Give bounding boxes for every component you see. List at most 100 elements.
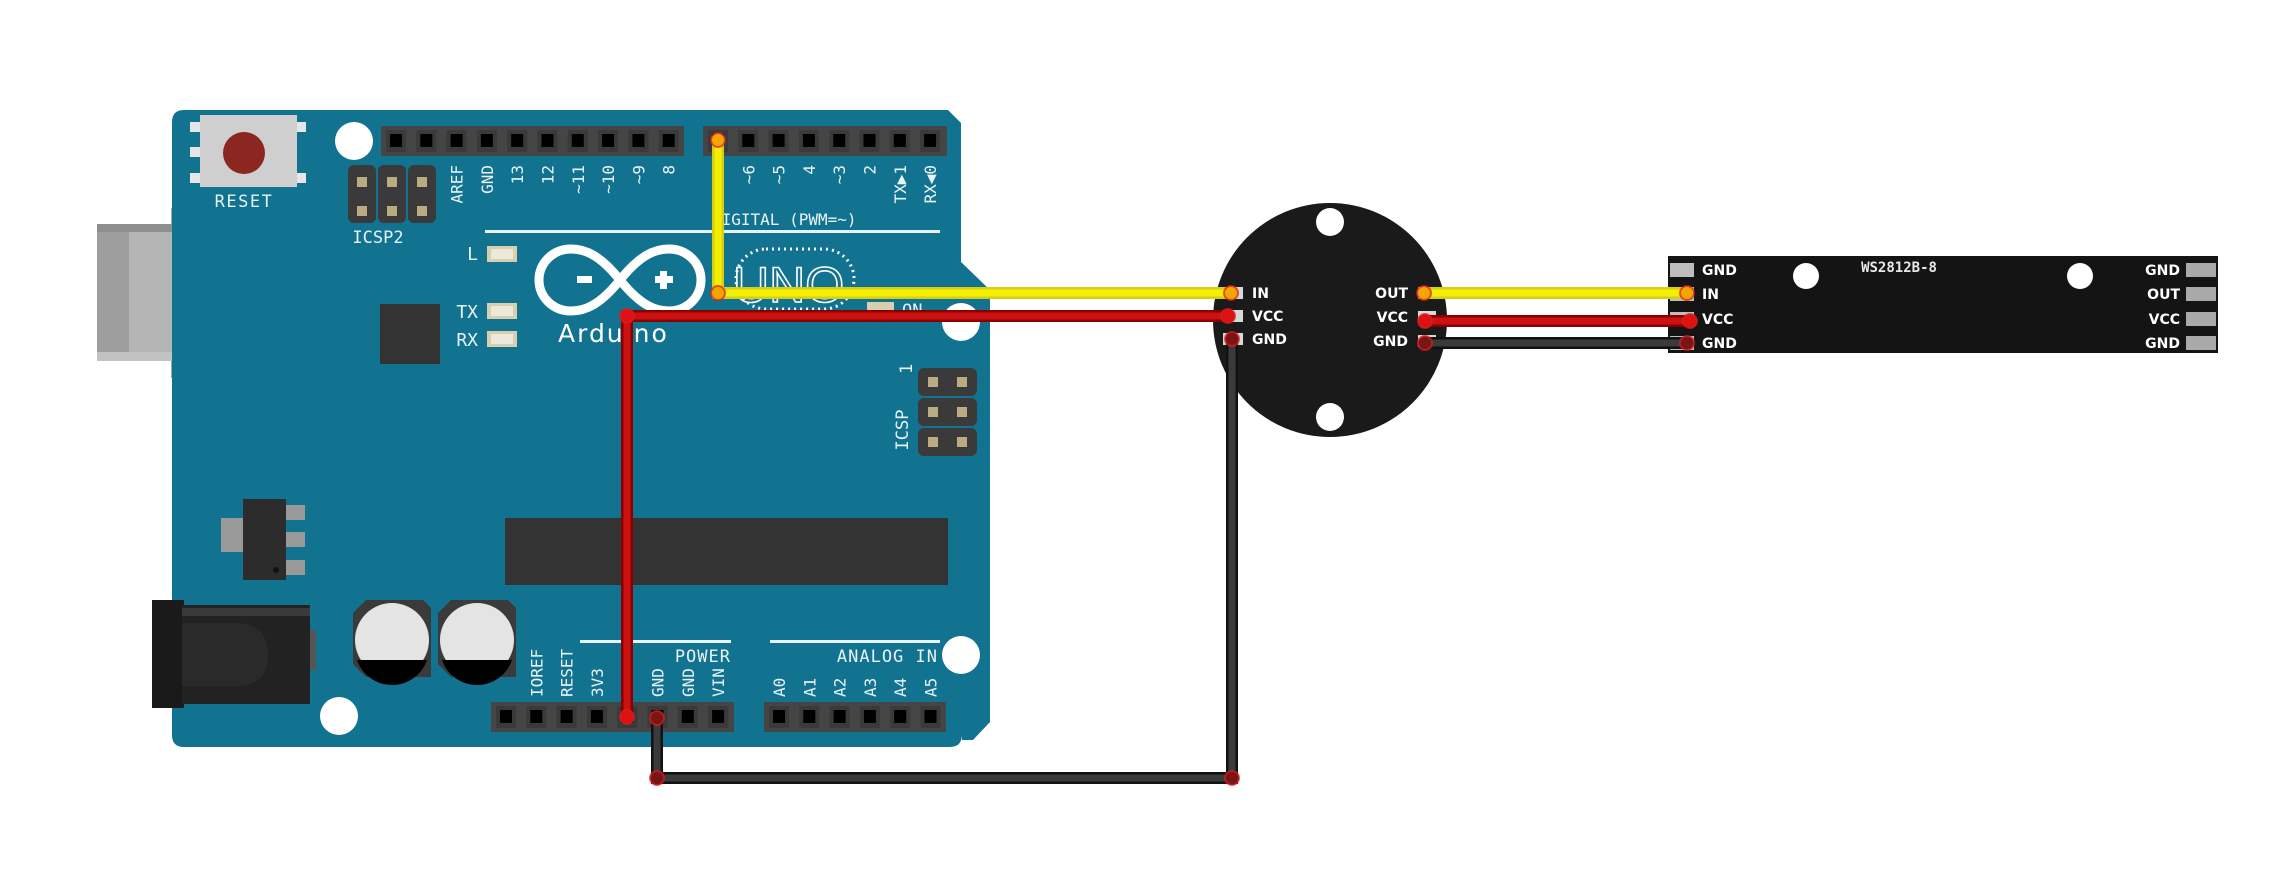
strip-pin-label: GND bbox=[2145, 263, 2180, 279]
mounting-hole bbox=[2067, 263, 2093, 289]
wire-endpoint[interactable] bbox=[1416, 285, 1432, 301]
reset-button[interactable] bbox=[190, 115, 306, 187]
analog-pin[interactable]: A5 bbox=[920, 678, 941, 728]
wire-endpoint[interactable] bbox=[1679, 285, 1695, 301]
digital-pin[interactable]: ~5 bbox=[768, 130, 789, 184]
digital-pin[interactable]: 2 bbox=[859, 130, 880, 175]
led-rx: RX bbox=[456, 330, 517, 351]
analog-pin[interactable]: A2 bbox=[829, 678, 850, 728]
digital-pin[interactable]: AREF bbox=[446, 130, 467, 204]
analog-pin[interactable]: A0 bbox=[769, 678, 789, 728]
wire-endpoint[interactable] bbox=[1223, 285, 1239, 301]
power-pin[interactable]: RESET bbox=[556, 648, 577, 728]
strip-pin-label: GND bbox=[1702, 263, 1737, 279]
power-pin[interactable]: GND bbox=[677, 668, 698, 728]
wire-endpoint[interactable] bbox=[649, 710, 665, 726]
uno-outline bbox=[734, 247, 856, 311]
analog-header bbox=[764, 702, 946, 732]
capacitor bbox=[438, 600, 516, 685]
digital-pin[interactable]: 8 bbox=[658, 130, 679, 175]
wire-endpoint[interactable] bbox=[1679, 335, 1695, 351]
power-pin-label: VIN bbox=[709, 668, 728, 697]
icsp-header bbox=[918, 368, 977, 456]
power-pin-label: IOREF bbox=[527, 649, 546, 697]
strip-pin-label: IN bbox=[1702, 287, 1719, 303]
ring-pin-label: GND bbox=[1373, 334, 1408, 350]
strip-output-pin[interactable]: OUT bbox=[2147, 287, 2216, 303]
digital-pin[interactable]: ~9 bbox=[628, 130, 649, 184]
wire-endpoint[interactable] bbox=[1417, 313, 1433, 329]
power-pin[interactable]: IOREF bbox=[526, 649, 547, 728]
power-jack bbox=[152, 600, 316, 708]
mounting-hole bbox=[942, 636, 980, 674]
wire-endpoint[interactable] bbox=[619, 709, 635, 725]
strip-output-pin[interactable]: VCC bbox=[2149, 312, 2216, 328]
mounting-hole bbox=[1316, 208, 1344, 236]
power-pin-label: GND bbox=[649, 668, 668, 697]
strip-input-pin[interactable]: GND bbox=[1670, 263, 1737, 279]
digital-pin-label: ~9 bbox=[629, 165, 648, 184]
svg-text:L: L bbox=[467, 244, 478, 265]
wire-power-5v-to-ring-vcc[interactable] bbox=[619, 308, 1236, 725]
digital-pin-label: 2 bbox=[861, 165, 880, 175]
wire-endpoint[interactable] bbox=[1220, 308, 1236, 324]
power-pin[interactable]: VIN bbox=[708, 668, 729, 728]
analog-pin-label: A1 bbox=[800, 678, 819, 697]
digital-pin[interactable]: 12 bbox=[537, 130, 558, 184]
icsp2-pin bbox=[357, 206, 367, 216]
digital-pin-label: 4 bbox=[800, 165, 819, 175]
digital-pin[interactable] bbox=[386, 130, 406, 152]
icsp-pin1-label: 1 bbox=[897, 364, 917, 374]
icsp-pin bbox=[957, 437, 967, 447]
digital-pin[interactable]: 4 bbox=[798, 130, 819, 175]
digital-pin-label: ~6 bbox=[739, 165, 758, 184]
analog-pin[interactable]: A3 bbox=[859, 678, 880, 728]
analog-pin[interactable]: A4 bbox=[890, 678, 911, 728]
digital-pin-label: GND bbox=[478, 165, 497, 194]
digital-pin[interactable] bbox=[416, 130, 437, 152]
wire-ground-gnd-to-ring-gnd[interactable] bbox=[649, 331, 1240, 786]
digital-pin[interactable]: ~6 bbox=[738, 130, 759, 184]
wire-endpoint[interactable] bbox=[1224, 331, 1240, 347]
svg-text:TX: TX bbox=[456, 302, 478, 323]
strip-pin-label: VCC bbox=[1702, 312, 1733, 328]
strip-pin-label: OUT bbox=[2147, 287, 2180, 303]
power-pin-label: RESET bbox=[558, 648, 577, 697]
strip-output-pin[interactable]: GND bbox=[2145, 336, 2216, 352]
icsp-pin bbox=[957, 407, 967, 417]
ring-pin-label: OUT bbox=[1375, 286, 1408, 302]
wire-ground-ring-gnd-to-strip-gnd[interactable] bbox=[1417, 335, 1695, 351]
icsp-pin bbox=[928, 437, 938, 447]
power-pin[interactable] bbox=[496, 706, 516, 728]
strip-pin-label: VCC bbox=[2149, 312, 2180, 328]
strip-pin-label: GND bbox=[2145, 336, 2180, 352]
wire-endpoint[interactable] bbox=[649, 770, 665, 786]
digital-pin[interactable]: GND bbox=[476, 130, 497, 194]
digital-pin[interactable]: ~11 bbox=[567, 130, 588, 194]
digital-pin[interactable]: TX▶1 bbox=[889, 130, 910, 204]
strip-name: WS2812B-8 bbox=[1861, 260, 1937, 276]
analog-pin[interactable]: A1 bbox=[799, 678, 820, 728]
strip-output-pin[interactable]: GND bbox=[2145, 263, 2216, 279]
digital-pin[interactable]: ~3 bbox=[829, 130, 850, 184]
ring-pin-label: IN bbox=[1252, 286, 1269, 302]
wire-power-ring-vcc-to-strip-vcc[interactable] bbox=[1417, 313, 1698, 329]
wire-endpoint[interactable] bbox=[1224, 770, 1240, 786]
digital-header-label: DIGITAL (PWM=~) bbox=[712, 210, 857, 229]
power-pin[interactable]: 3V3 bbox=[586, 668, 607, 728]
digital-pin[interactable]: ~10 bbox=[598, 130, 619, 194]
wire-endpoint[interactable] bbox=[1682, 313, 1698, 329]
wire-signal-d7-to-ring-in[interactable] bbox=[710, 132, 1239, 301]
wire-endpoint[interactable] bbox=[619, 308, 635, 324]
power-pin-label: GND bbox=[679, 668, 698, 697]
digital-pin-label: RX◀0 bbox=[921, 165, 940, 204]
wire-endpoint[interactable] bbox=[710, 285, 726, 301]
wire-signal-ring-out-to-strip-in[interactable] bbox=[1416, 285, 1695, 301]
wire-endpoint[interactable] bbox=[710, 132, 726, 148]
mounting-hole bbox=[335, 122, 373, 160]
voltage-regulator bbox=[221, 499, 305, 580]
wire-endpoint[interactable] bbox=[1417, 335, 1433, 351]
icsp2-pin bbox=[417, 206, 427, 216]
digital-pin[interactable]: 13 bbox=[507, 130, 528, 184]
digital-pin[interactable]: RX◀0 bbox=[920, 130, 941, 204]
